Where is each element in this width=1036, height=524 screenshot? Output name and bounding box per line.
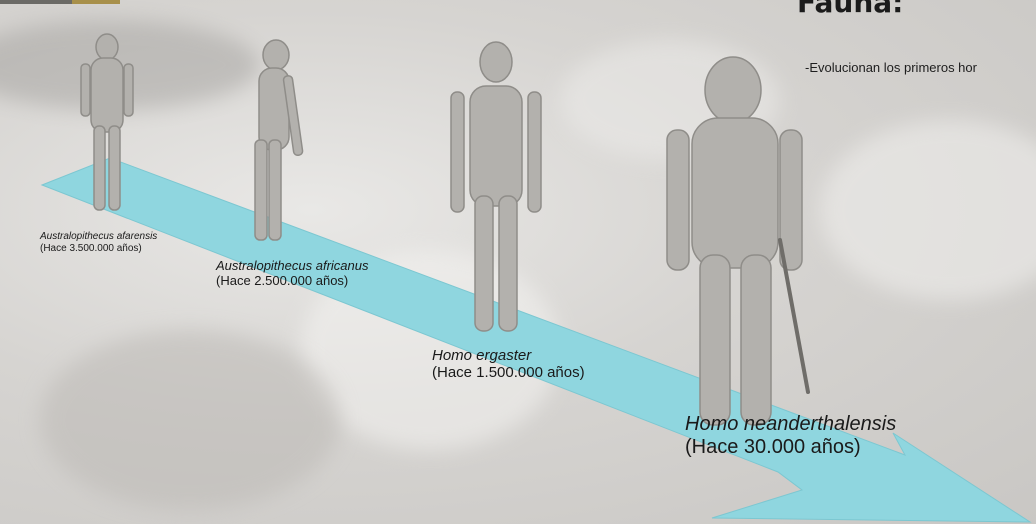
species-age: (Hace 3.500.000 años) [40,243,157,255]
species-label: Australopithecus africanus (Hace 2.500.0… [216,259,368,289]
intro-text: -Evolucionan los primeros hor [805,60,977,75]
species-age: (Hace 2.500.000 años) [216,274,368,289]
figure-africanus [255,40,303,240]
page-title: Fauna: [797,0,903,19]
species-name: Australopithecus afarensis [40,231,157,243]
species-label: Homo ergaster (Hace 1.500.000 años) [432,347,585,382]
species-name: Australopithecus africanus [216,259,368,274]
figure-neanderthalensis [667,57,808,425]
species-age: (Hace 30.000 años) [685,436,896,459]
species-age: (Hace 1.500.000 años) [432,364,585,381]
species-name: Homo ergaster [432,347,585,364]
species-name: Homo neanderthalensis [685,413,896,436]
species-label: Homo neanderthalensis (Hace 30.000 años) [685,413,896,459]
species-label: Australopithecus afarensis (Hace 3.500.0… [40,231,157,254]
figure-ergaster [451,42,541,331]
